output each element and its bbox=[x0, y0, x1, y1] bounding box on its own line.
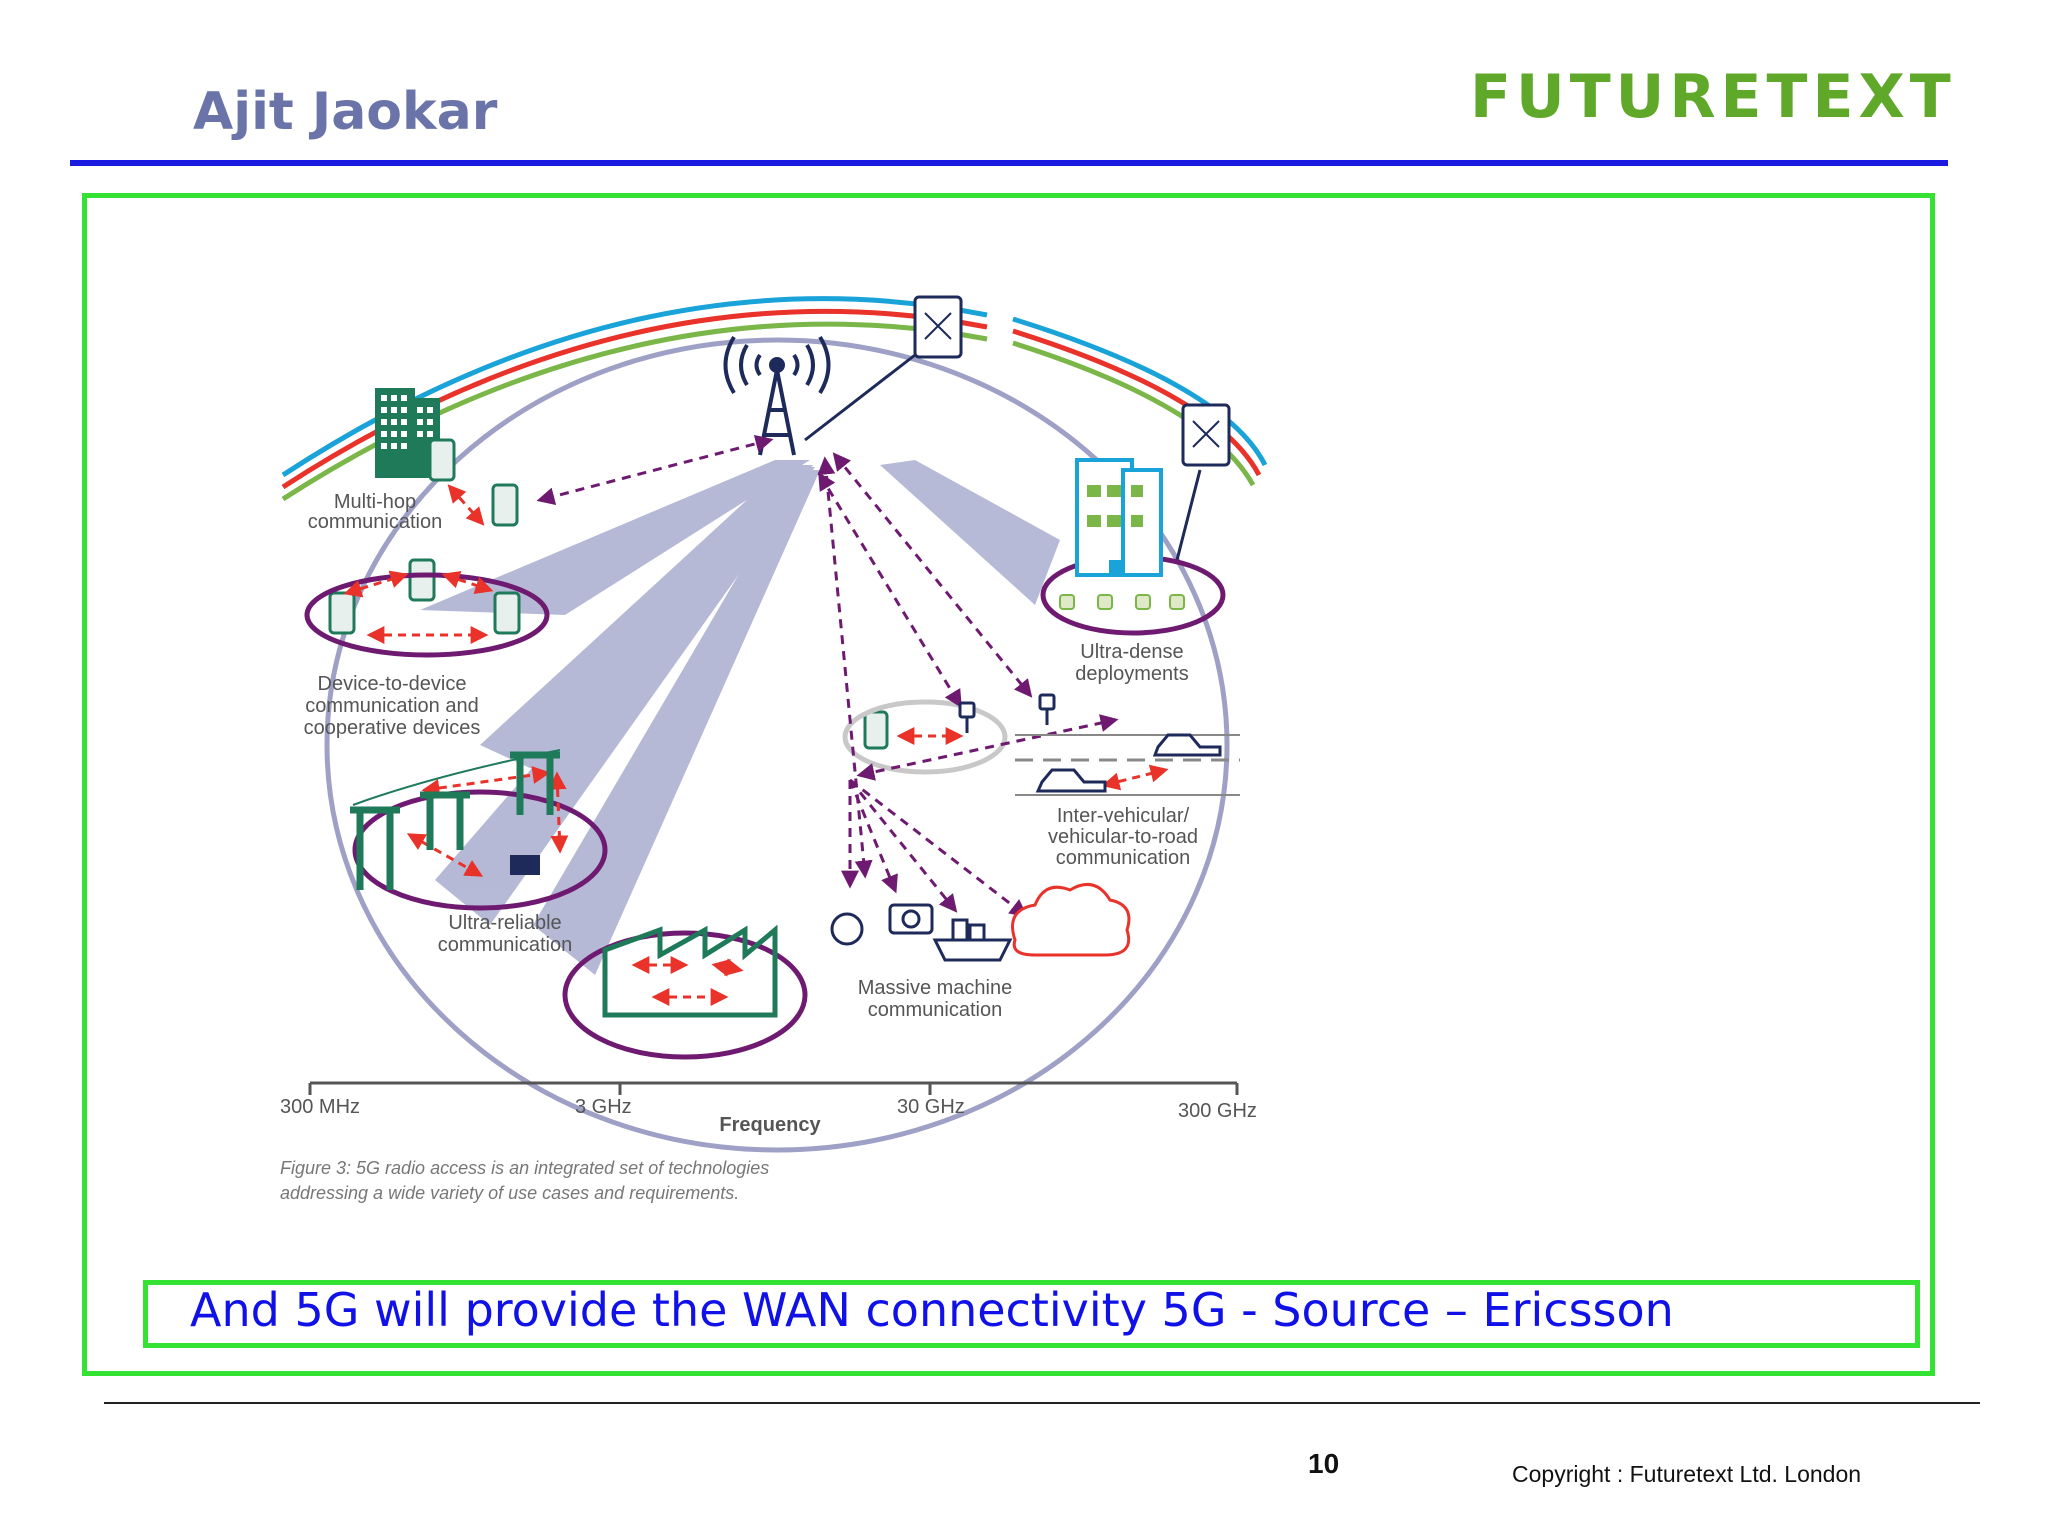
figure-caption-line2: addressing a wide variety of use cases a… bbox=[280, 1183, 739, 1203]
car-icon bbox=[1035, 733, 1222, 793]
roadside-unit-icon bbox=[958, 693, 1056, 733]
label-multi-hop-line2: communication bbox=[308, 511, 443, 533]
label-d2d-line1: Device-to-device bbox=[318, 673, 467, 695]
label-vehicular-line1: Inter-vehicular/ bbox=[1057, 805, 1190, 827]
label-ultra-dense-line1: Ultra-dense bbox=[1080, 641, 1183, 663]
machine-links bbox=[841, 778, 1028, 918]
label-ultra-reliable-line2: communication bbox=[438, 934, 573, 956]
label-vehicular-line3: communication bbox=[1056, 847, 1191, 869]
copyright-notice: Copyright : Futuretext Ltd. London bbox=[1512, 1461, 1862, 1487]
frequency-axis bbox=[308, 1081, 1239, 1095]
tick-30ghz: 30 GHz bbox=[897, 1096, 965, 1118]
label-d2d-line2: communication and bbox=[305, 695, 478, 717]
ultra-dense-building-icon bbox=[1059, 458, 1185, 610]
tick-3ghz: 3 GHz bbox=[575, 1096, 632, 1118]
meter-icon bbox=[830, 912, 864, 946]
label-d2d-line3: cooperative devices bbox=[304, 717, 481, 739]
caption-box bbox=[143, 1280, 1920, 1348]
futuretext-logo: FUTURETEXT bbox=[1470, 62, 1956, 132]
content-frame bbox=[82, 193, 1935, 1376]
tick-300mhz: 300 MHz bbox=[280, 1096, 360, 1118]
author-name: Ajit Jaokar bbox=[193, 82, 498, 142]
label-multi-hop-line1: Multi-hop bbox=[334, 491, 416, 513]
5g-network-diagram: Multi-hop communication Device-to-device… bbox=[280, 295, 1268, 1203]
page-number: 10 bbox=[1308, 1448, 1340, 1479]
cell-tower-icon bbox=[723, 335, 831, 456]
header-rule bbox=[70, 160, 1948, 166]
factory-icon bbox=[602, 924, 778, 1018]
coverage-ellipse bbox=[324, 337, 1230, 1153]
footer-rule bbox=[104, 1402, 1980, 1404]
label-vehicular-line2: vehicular-to-road bbox=[1048, 826, 1198, 848]
solar-panel-icon bbox=[510, 855, 540, 875]
label-massive-machine-line2: communication bbox=[868, 999, 1003, 1021]
camera-icon bbox=[888, 903, 934, 935]
phone-icon bbox=[328, 438, 889, 750]
label-ultra-dense-line2: deployments bbox=[1075, 663, 1188, 685]
ship-icon bbox=[932, 918, 1013, 962]
label-ultra-reliable-line1: Ultra-reliable bbox=[448, 912, 561, 934]
tick-300ghz: 300 GHz bbox=[1178, 1100, 1257, 1122]
road bbox=[1015, 734, 1240, 796]
power-lines bbox=[352, 749, 561, 806]
figure-caption-line1: Figure 3: 5G radio access is an integrat… bbox=[280, 1158, 769, 1178]
backhaul-link bbox=[1175, 469, 1202, 561]
power-tower-icon bbox=[350, 751, 560, 890]
frequency-axis-title: Frequency bbox=[719, 1114, 821, 1136]
label-massive-machine-line1: Massive machine bbox=[858, 977, 1013, 999]
slide-caption: And 5G will provide the WAN connectivity… bbox=[190, 1283, 1674, 1337]
network-node-icon bbox=[913, 295, 1231, 467]
beam-links bbox=[536, 434, 1119, 879]
cloud-icon bbox=[1011, 882, 1131, 957]
backhaul-link bbox=[804, 353, 916, 442]
